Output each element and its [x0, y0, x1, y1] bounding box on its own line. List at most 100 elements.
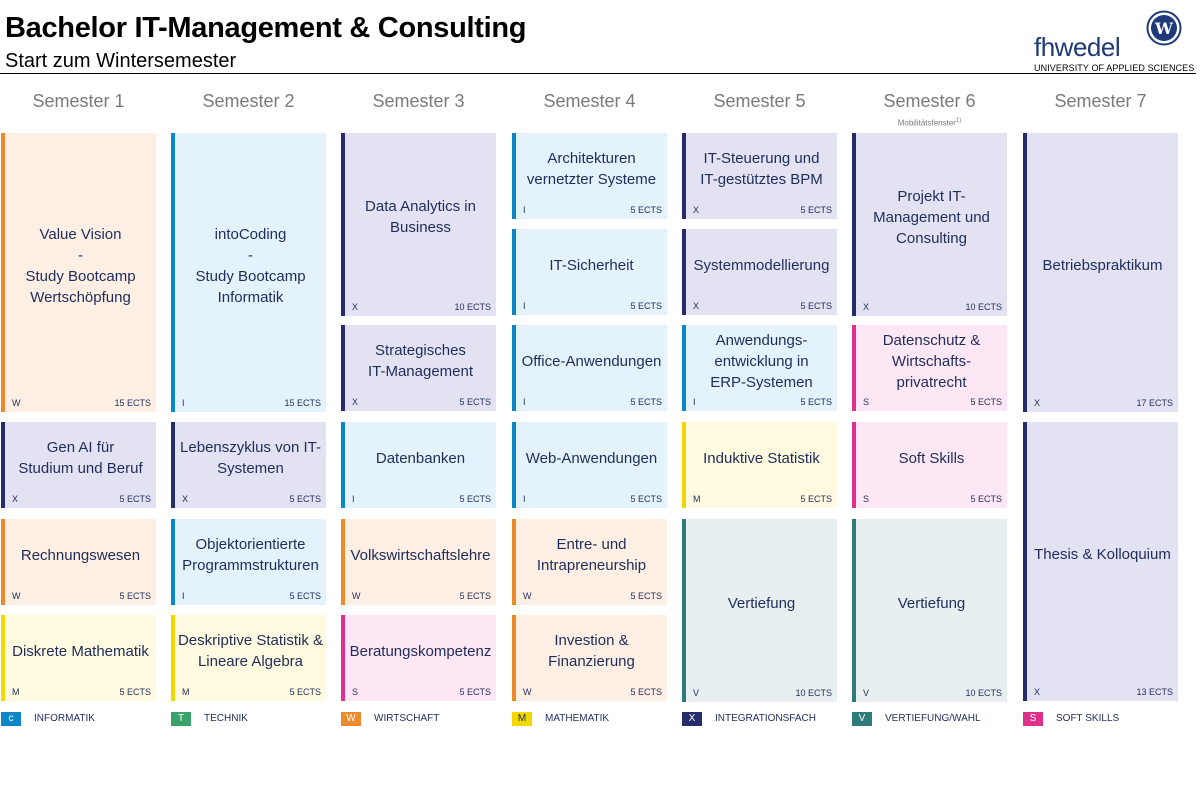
- legend-label: TECHNIK: [204, 713, 248, 724]
- module-name-line: Vertiefung: [727, 594, 796, 612]
- module-ects: 5 ECTS: [459, 494, 491, 504]
- module-name-line: Anwendungs-: [715, 331, 808, 349]
- module-name-line: Systemen: [217, 460, 284, 477]
- module-ects: 5 ECTS: [459, 687, 491, 697]
- page-title: Bachelor IT-Management & Consulting: [5, 12, 527, 44]
- module-category-code: M: [12, 687, 20, 697]
- module-name-line: vernetzter Systeme: [526, 171, 657, 188]
- legend-swatch: X: [682, 712, 702, 726]
- module-name-line: Soft Skills: [898, 449, 965, 467]
- module-category-code: X: [693, 205, 700, 215]
- module-name-line: privatrecht: [896, 373, 967, 391]
- module-name: Deskriptive Statistik &Lineare Algebra: [177, 615, 324, 687]
- module-name-line: IT-Management: [367, 363, 474, 380]
- module-category-code: X: [352, 301, 359, 312]
- module-ects: 5 ECTS: [119, 687, 151, 697]
- legend-swatch: T: [171, 712, 191, 726]
- module-name-line: Investion &: [554, 632, 629, 649]
- module-category-code: I: [523, 301, 526, 311]
- module-category-code: I: [352, 494, 355, 504]
- module-name-line: Study Bootcamp: [25, 267, 136, 285]
- module-name: Induktive Statistik: [688, 422, 835, 494]
- module-name-line: Thesis & Kolloquium: [1034, 546, 1171, 563]
- module-category-code: X: [863, 301, 870, 312]
- module-name-line: Study Bootcamp: [195, 267, 306, 285]
- module-ects: 10 ECTS: [965, 301, 1002, 312]
- semester-note-6: Mobilitätsfenster1): [897, 118, 962, 128]
- module-name-line: Entre- und: [556, 536, 627, 553]
- module-name-line: intoCoding: [214, 225, 287, 243]
- module-name: Systemmodellierung: [688, 229, 835, 301]
- module-name: Thesis & Kolloquium: [1029, 422, 1176, 687]
- module-category-code: I: [182, 398, 185, 408]
- module-ects: 10 ECTS: [454, 301, 491, 312]
- module-name-line: Studium und Beruf: [18, 460, 143, 477]
- module-name: Rechnungswesen: [7, 519, 154, 591]
- fh-wedel-logo: fhwedel W UNIVERSITY OF APPLIED SCIENCES: [1030, 8, 1194, 76]
- semester-header-5: Semester 5: [713, 91, 806, 111]
- module-ects: 5 ECTS: [800, 397, 832, 407]
- module-name: Soft Skills: [858, 422, 1005, 494]
- module-ects: 15 ECTS: [114, 398, 151, 408]
- module-name-line: Consulting: [896, 229, 967, 247]
- module-category-code: V: [863, 687, 870, 698]
- module-name-line: Datenschutz &: [882, 331, 981, 349]
- module-name-line: Finanzierung: [548, 653, 635, 670]
- logo-seal-icon: W: [1146, 10, 1182, 46]
- module-name-line: IT-Steuerung und: [703, 150, 820, 167]
- module-name-line: Betriebspraktikum: [1042, 257, 1163, 274]
- module-ects: 5 ECTS: [459, 397, 491, 407]
- logo-seal-letter: W: [1154, 19, 1174, 38]
- module-ects: 5 ECTS: [630, 205, 662, 215]
- module-ects: 5 ECTS: [289, 494, 321, 504]
- module-category-code: I: [523, 397, 526, 407]
- module-name: Office-Anwendungen: [518, 325, 665, 397]
- module-ects: 5 ECTS: [289, 591, 321, 601]
- module-ects: 5 ECTS: [289, 687, 321, 697]
- module-name-line: Wirtschafts-: [891, 352, 972, 370]
- module-name: Investion & Finanzierung: [518, 615, 665, 687]
- module-name-line: Lineare Algebra: [197, 653, 304, 670]
- module-name: Web-Anwendungen: [518, 422, 665, 494]
- module-name-line: Datenbanken: [375, 449, 466, 467]
- module-ects: 13 ECTS: [1136, 687, 1173, 697]
- module-name-line: entwicklung in: [714, 352, 809, 370]
- module-name-line: Beratungskompetenz: [349, 642, 492, 660]
- module-category-code: I: [182, 591, 185, 601]
- legend-swatch: c: [1, 712, 21, 726]
- module-name: Beratungskompetenz: [347, 615, 494, 687]
- module-category-code: W: [523, 591, 532, 601]
- legend-swatch: S: [1023, 712, 1043, 726]
- module-name-line: Gen AI für: [46, 439, 115, 456]
- module-category-code: I: [523, 205, 526, 215]
- module-ects: 10 ECTS: [795, 687, 832, 698]
- module-name: IT-Sicherheit: [518, 229, 665, 301]
- module-name-line: Data Analytics in: [365, 198, 476, 216]
- legend-swatch: M: [512, 712, 532, 726]
- module-category-code: W: [352, 591, 361, 601]
